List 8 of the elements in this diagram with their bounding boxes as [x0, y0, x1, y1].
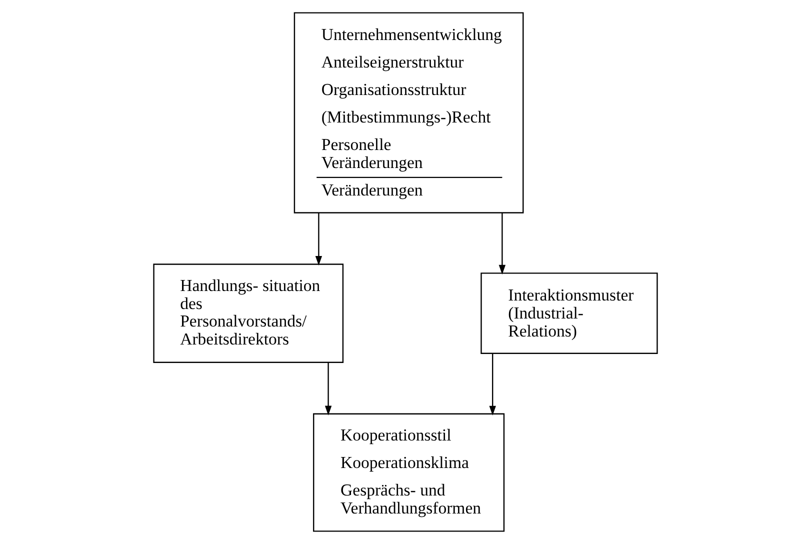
node-box: Kooperationsstil Kooperationsklima Gesprächs- und Verhandlungsformen — [312, 413, 504, 532]
node-box: Unternehmensentwicklung Anteilseignerstruktur Organisationsstruktur (Mitbestimmungs-)Recht Personelle Veränderungen Veränderungen — [293, 12, 524, 214]
arrow — [324, 362, 332, 416]
arrow — [314, 213, 322, 266]
node-box: Handlungs- situation des Personalvorstands/ Arbeitsdirektors — [152, 264, 344, 363]
arrow — [488, 353, 496, 416]
node-box: Interaktionsmuster (Industrial- Relations) — [480, 272, 658, 354]
arrow — [498, 213, 506, 275]
